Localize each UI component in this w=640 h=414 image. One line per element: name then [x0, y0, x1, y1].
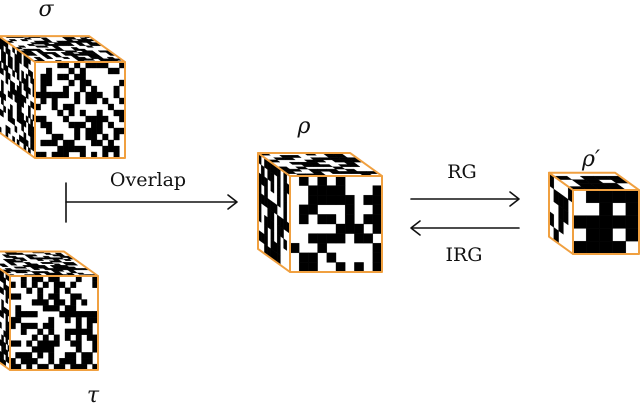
- overlap-arrow: [65, 182, 238, 223]
- label-rho: ρ: [297, 114, 311, 139]
- cube-tau: [0, 250, 99, 371]
- cube-rho: [257, 151, 383, 273]
- cube-face-top: [0, 250, 99, 277]
- rg-arrow: [410, 191, 520, 207]
- overlap-label: Overlap: [110, 169, 186, 191]
- irg-arrow: [410, 220, 520, 236]
- rg-label: RG: [447, 161, 476, 183]
- cube-face-top: [0, 35, 126, 63]
- label-sigma: σ: [38, 0, 54, 22]
- cube-face-front: [34, 61, 126, 159]
- cube-rho-prime: [548, 171, 640, 255]
- cube-face-front: [572, 189, 640, 255]
- irg-label: IRG: [446, 244, 483, 266]
- label-rho-prime: ρ′: [581, 147, 600, 172]
- cube-face-top: [257, 151, 383, 177]
- cube-sigma: [0, 35, 126, 159]
- label-tau: τ: [87, 383, 100, 408]
- cube-face-front: [9, 275, 99, 371]
- cube-face-front: [289, 175, 383, 273]
